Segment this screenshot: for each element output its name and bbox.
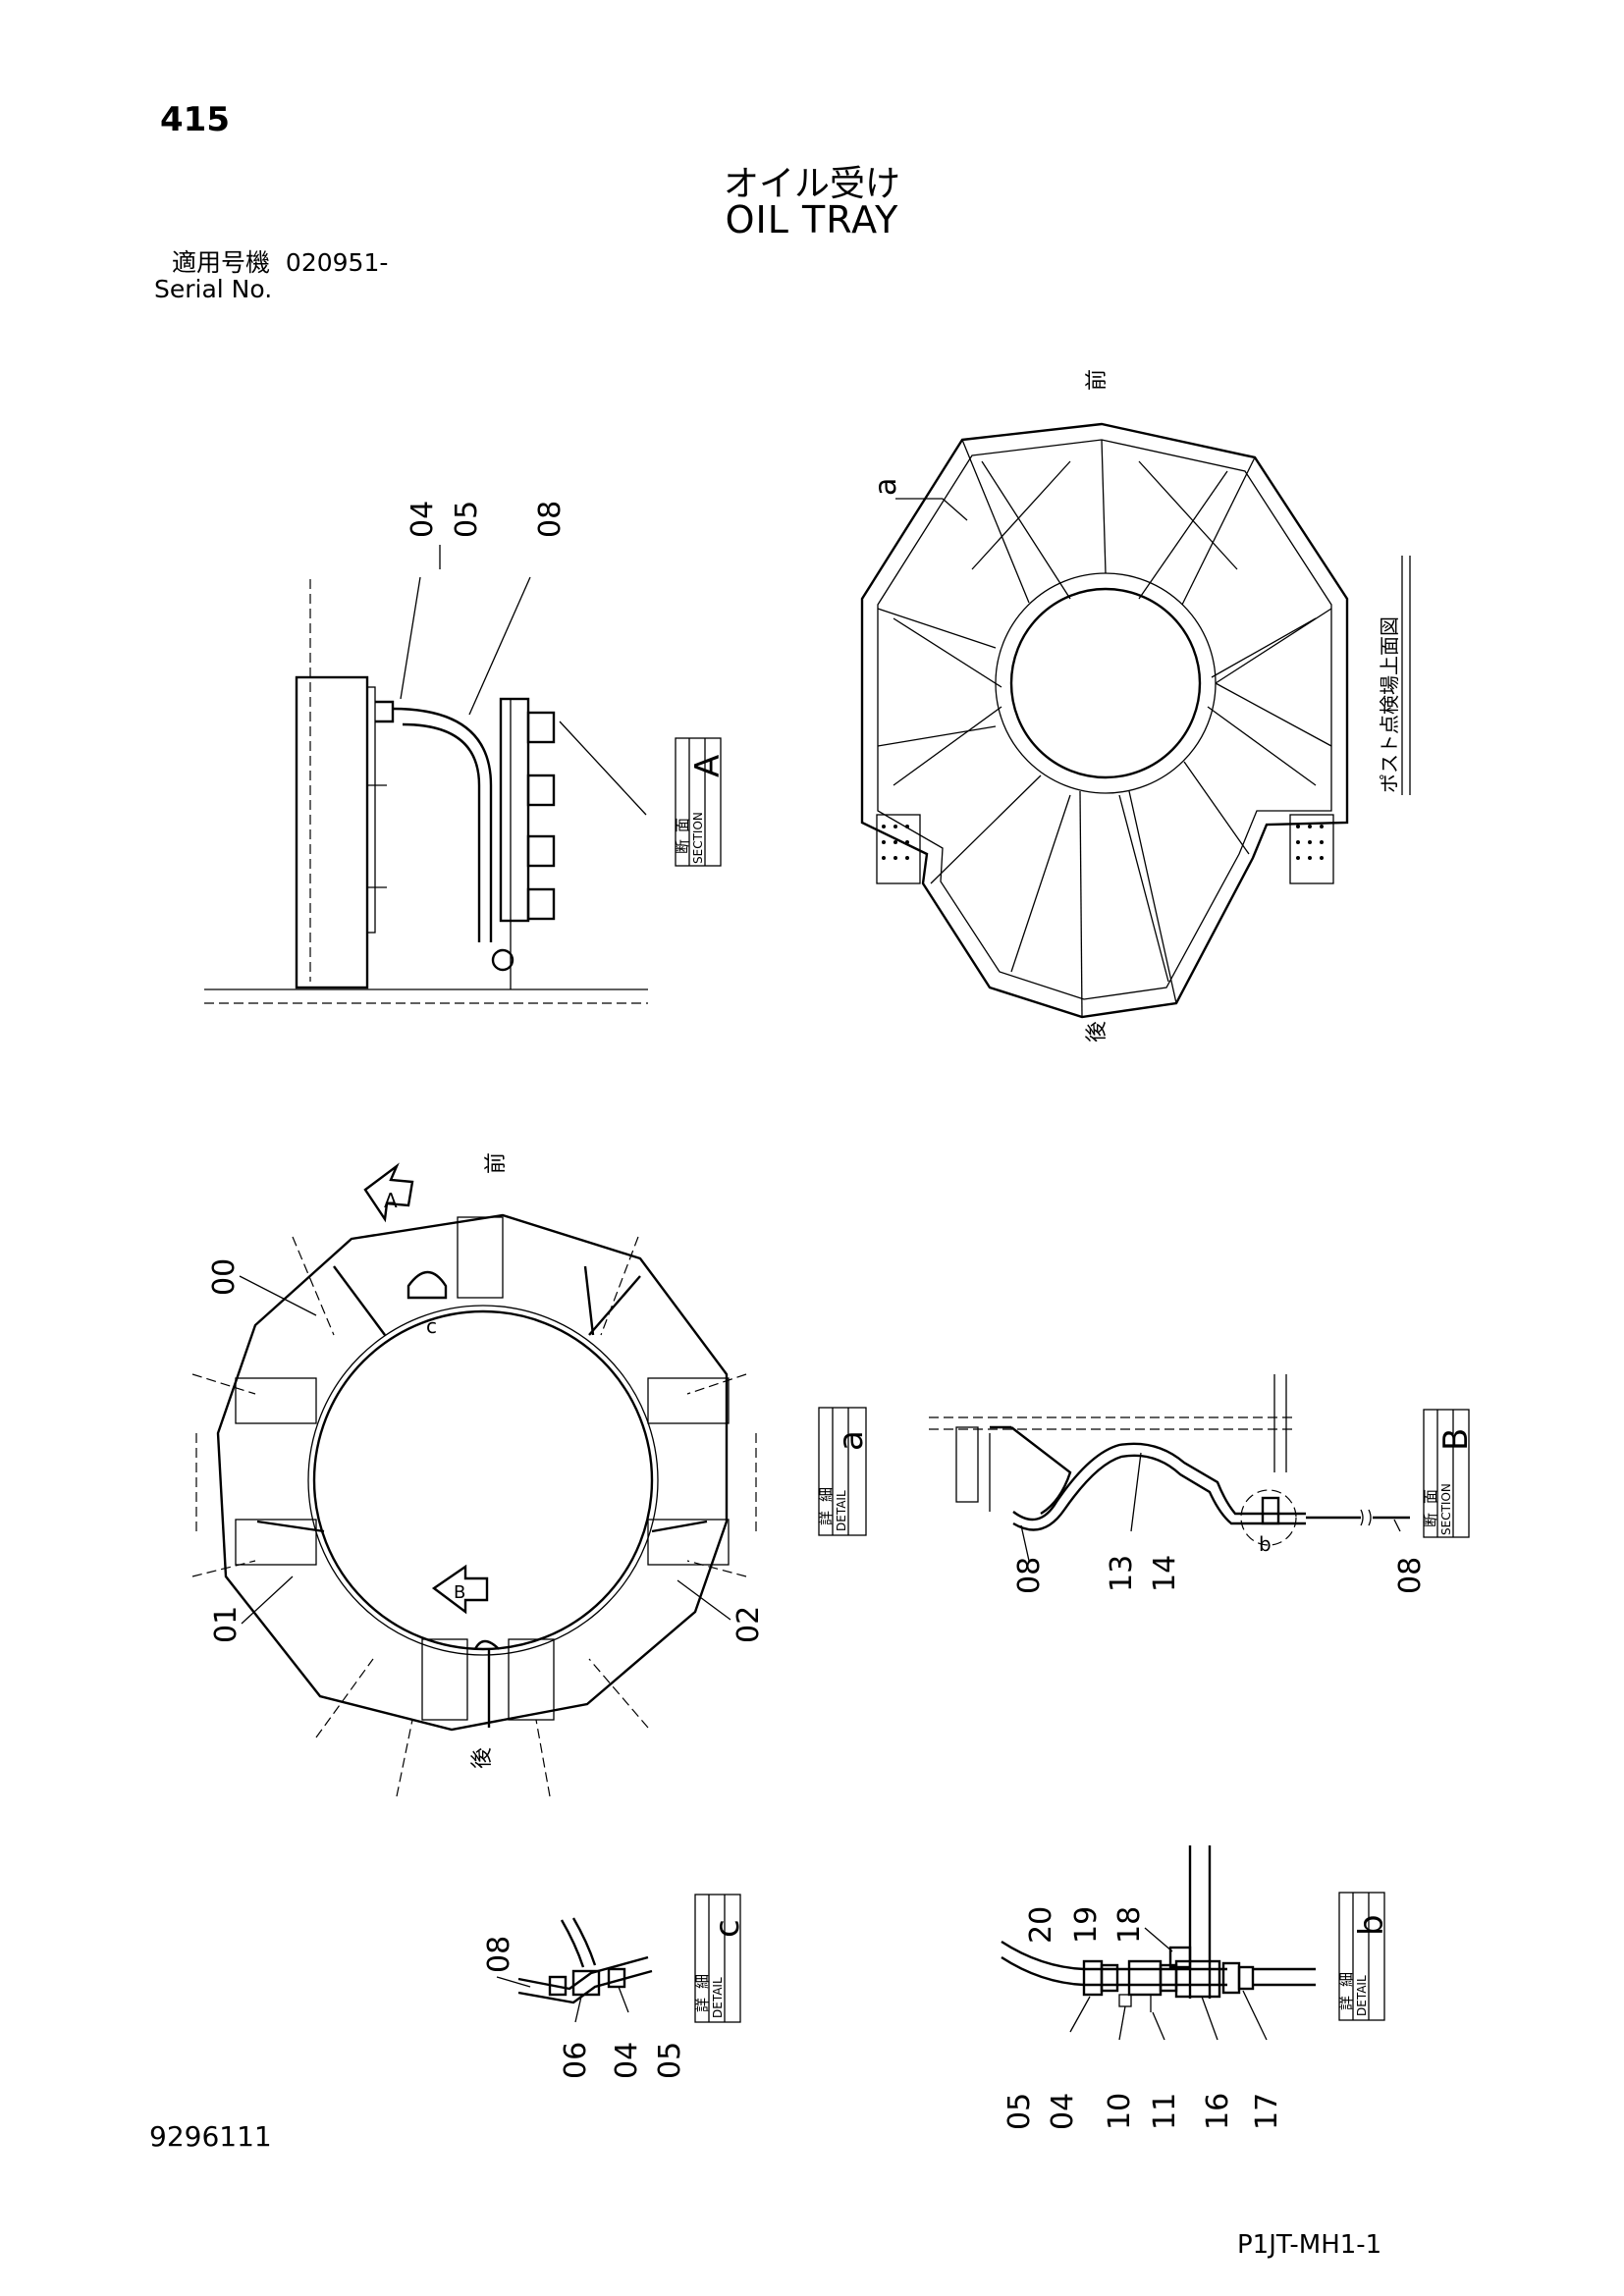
callout-17: 17 bbox=[1250, 2093, 1284, 2130]
post-platform-top-view: a 前 後 ポスト点検場上面図 bbox=[860, 369, 1411, 1042]
front-marker-top: 前 bbox=[1085, 369, 1110, 391]
callout-04-c: 04 bbox=[610, 2042, 644, 2079]
svg-text:SECTION: SECTION bbox=[1439, 1483, 1453, 1535]
section-a-label: 断 面 SECTION A bbox=[674, 737, 728, 867]
svg-text:断: 断 bbox=[674, 839, 691, 854]
rear-marker-ring: 後 bbox=[470, 1747, 495, 1769]
callout-04-b: 04 bbox=[1046, 2093, 1080, 2130]
svg-text:細: 細 bbox=[1337, 1972, 1355, 1987]
callout-01: 01 bbox=[209, 1606, 244, 1643]
callout-05-b: 05 bbox=[1002, 2093, 1037, 2130]
svg-text:詳: 詳 bbox=[1337, 1996, 1355, 2010]
callout-08-right: 08 bbox=[1393, 1557, 1428, 1594]
detail-c-label: 詳 細 DETAIL c bbox=[693, 1894, 747, 2023]
callout-18: 18 bbox=[1112, 1906, 1147, 1944]
callout-04: 04 bbox=[406, 501, 440, 538]
front-marker-ring: 前 bbox=[484, 1152, 509, 1174]
serial-value: 020951- bbox=[285, 248, 389, 277]
svg-text:a: a bbox=[832, 1430, 871, 1451]
svg-text:A: A bbox=[688, 755, 728, 777]
callout-19: 19 bbox=[1069, 1906, 1104, 1944]
svg-text:細: 細 bbox=[817, 1487, 835, 1502]
callout-08-left: 08 bbox=[1012, 1557, 1047, 1594]
svg-text:DETAIL: DETAIL bbox=[1355, 1975, 1369, 2016]
svg-text:c: c bbox=[708, 1919, 747, 1938]
svg-text:面: 面 bbox=[1422, 1489, 1439, 1504]
detail-ref-c: c bbox=[426, 1314, 437, 1338]
section-a-view: 04 05 08 bbox=[204, 501, 648, 1004]
callout-20: 20 bbox=[1024, 1906, 1058, 1944]
callout-00: 00 bbox=[207, 1258, 242, 1296]
svg-text:SECTION: SECTION bbox=[691, 812, 705, 864]
svg-text:B: B bbox=[1436, 1428, 1476, 1451]
svg-text:詳: 詳 bbox=[693, 1998, 711, 2012]
callout-08-c: 08 bbox=[482, 1936, 516, 1973]
detail-a-view: A B c 前 後 00 01 02 bbox=[191, 1152, 766, 1797]
svg-text:断: 断 bbox=[1422, 1513, 1439, 1527]
callout-13: 13 bbox=[1105, 1555, 1139, 1592]
detail-ref-a: a bbox=[869, 478, 903, 496]
serial-label-jp: 適用号機 bbox=[172, 248, 271, 277]
callout-10: 10 bbox=[1103, 2093, 1137, 2130]
arrow-a-letter: A bbox=[384, 1189, 398, 1212]
section-b-label: 断 面 SECTION B bbox=[1422, 1409, 1476, 1538]
detail-ref-b: b bbox=[1259, 1532, 1272, 1556]
reference-code: P1JT-MH1-1 bbox=[1237, 2230, 1382, 2260]
callout-16: 16 bbox=[1201, 2093, 1235, 2130]
detail-b-view: 20 19 18 05 04 10 11 16 17 bbox=[1001, 1845, 1316, 2130]
callout-11: 11 bbox=[1148, 2093, 1182, 2130]
callout-08: 08 bbox=[533, 501, 568, 538]
page-number: 415 bbox=[160, 100, 230, 139]
rear-marker-top: 後 bbox=[1085, 1021, 1110, 1042]
title-english: OIL TRAY bbox=[725, 198, 899, 241]
detail-b-label: 詳 細 DETAIL b bbox=[1337, 1892, 1391, 2021]
svg-text:DETAIL: DETAIL bbox=[835, 1490, 848, 1531]
svg-text:b: b bbox=[1352, 1914, 1391, 1936]
callout-05-c: 05 bbox=[653, 2042, 687, 2079]
callout-06: 06 bbox=[559, 2042, 593, 2079]
svg-text:DETAIL: DETAIL bbox=[711, 1977, 725, 2018]
serial-block: 適用号機 020951- Serial No. bbox=[154, 249, 388, 302]
detail-c-view: 08 06 04 05 bbox=[482, 1917, 687, 2079]
section-b-view: 08 13 14 08 b bbox=[929, 1374, 1428, 1594]
top-view-caption: ポスト点検場上面図 bbox=[1378, 616, 1401, 793]
callout-14: 14 bbox=[1148, 1555, 1182, 1592]
svg-text:細: 細 bbox=[693, 1974, 711, 1989]
serial-label-en: Serial No. bbox=[154, 275, 273, 303]
detail-a-label: 詳 細 DETAIL a bbox=[817, 1407, 871, 1536]
arrow-b-letter: B bbox=[454, 1582, 465, 1603]
title-japanese: オイル受け bbox=[723, 164, 900, 204]
svg-text:面: 面 bbox=[674, 818, 691, 832]
callout-05: 05 bbox=[450, 501, 484, 538]
callout-02: 02 bbox=[731, 1606, 766, 1643]
document-number: 9296111 bbox=[149, 2120, 272, 2153]
svg-text:詳: 詳 bbox=[817, 1511, 835, 1525]
